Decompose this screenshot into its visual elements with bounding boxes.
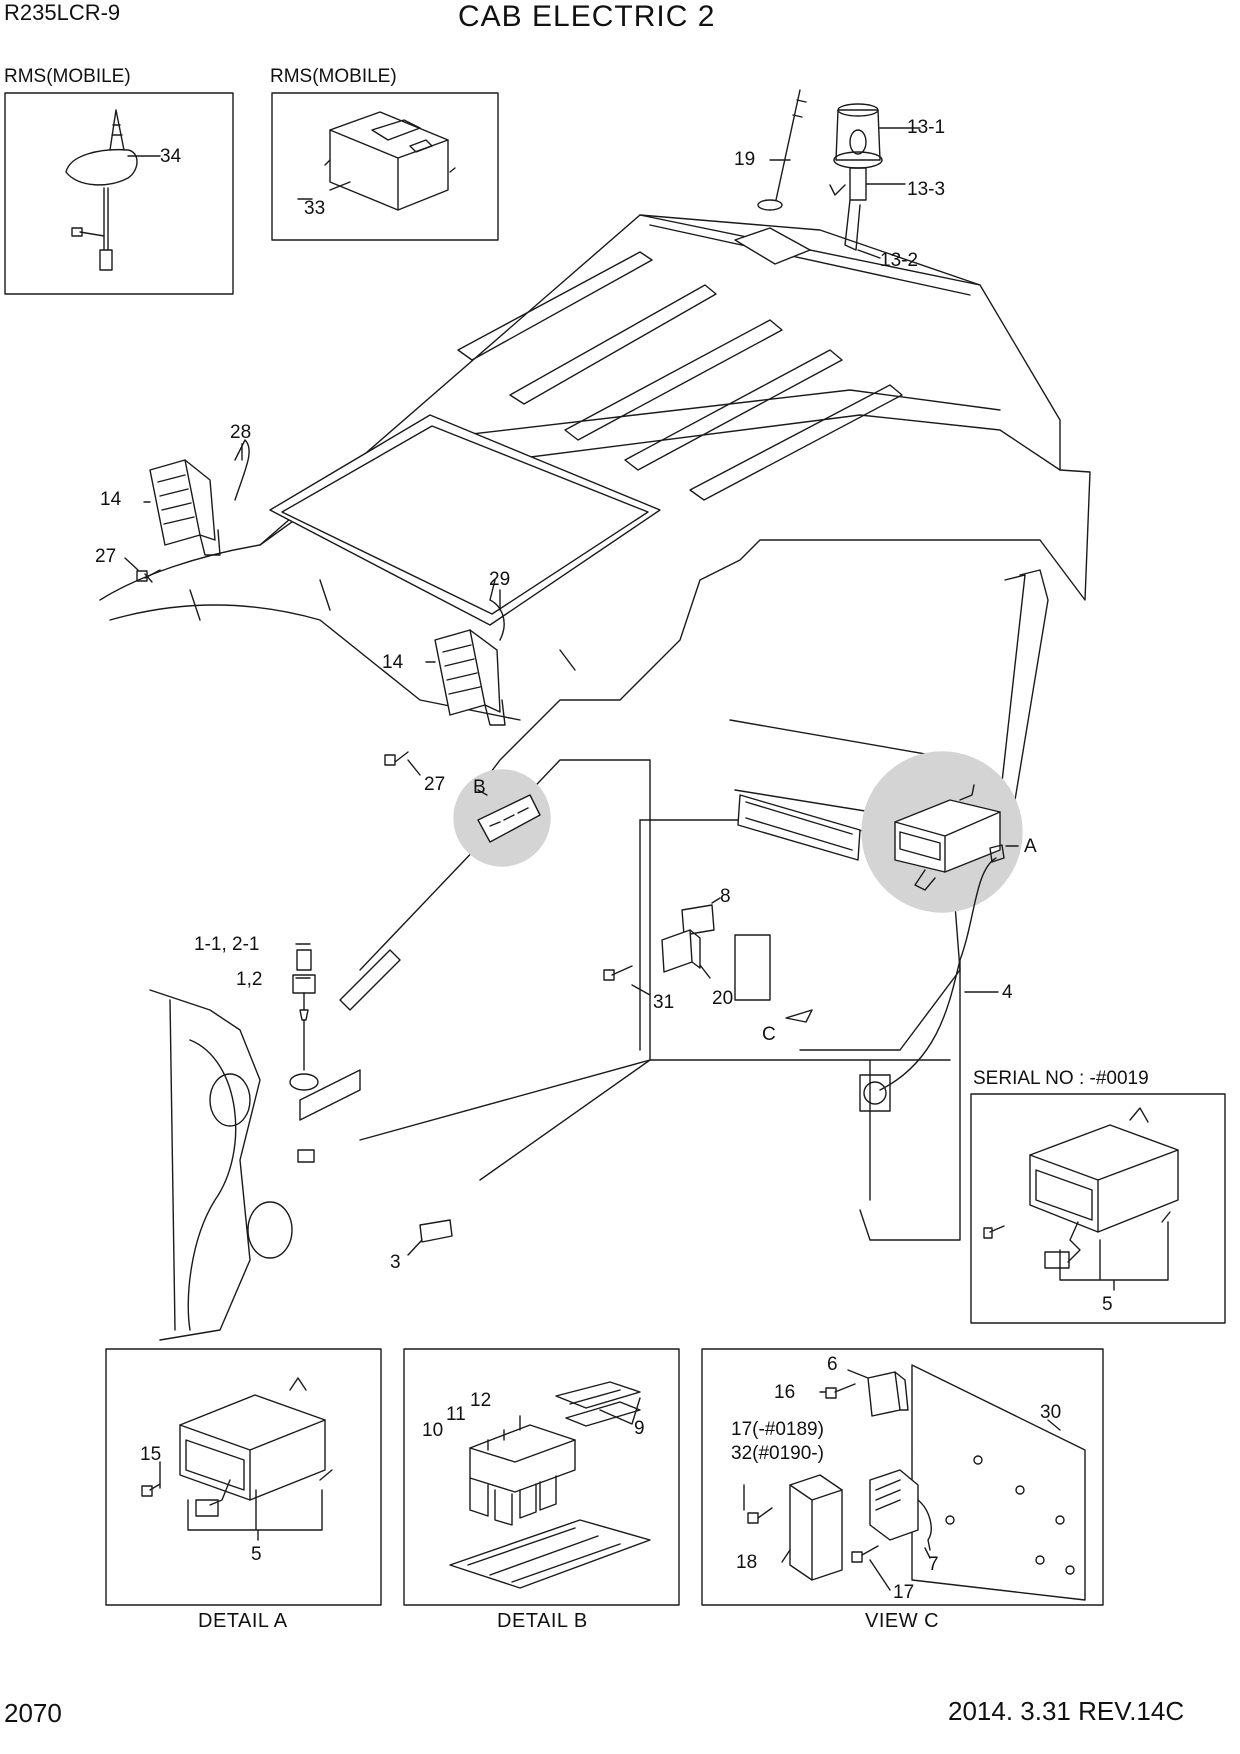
callout-3: 3 xyxy=(390,1252,401,1273)
callout-8: 8 xyxy=(720,886,731,907)
callout-16: 16 xyxy=(774,1382,795,1403)
callout-32-post-0190: 32(#0190-) xyxy=(731,1443,824,1464)
callout-B: B xyxy=(473,777,486,798)
serial-number-label: SERIAL NO : -#0019 xyxy=(973,1068,1149,1089)
callout-1-2: 1,2 xyxy=(236,969,262,990)
page-number: 2070 xyxy=(4,1698,62,1728)
callout-10: 10 xyxy=(422,1420,443,1441)
caption-view-c: VIEW C xyxy=(865,1610,940,1632)
detail-b-zoom-circle xyxy=(453,769,551,867)
callout-13-3: 13-3 xyxy=(907,179,945,200)
detail-b-box xyxy=(403,1348,680,1606)
switch-panel-detail-b-icon xyxy=(449,1381,651,1589)
detail-a-box xyxy=(105,1348,382,1606)
controller-7-icon xyxy=(869,1469,932,1551)
callout-9: 9 xyxy=(634,1418,645,1439)
callout-28: 28 xyxy=(230,422,251,443)
callout-12: 12 xyxy=(470,1390,491,1411)
bolt-17-icon xyxy=(851,1545,879,1563)
cigar-lighter-icon xyxy=(289,949,319,1091)
callout-13-2: 13-2 xyxy=(880,250,918,271)
callout-A: A xyxy=(1024,836,1037,857)
callout-27-front: 27 xyxy=(424,774,445,795)
antenna-icon xyxy=(734,89,811,265)
bolt-27-rear-icon xyxy=(136,569,161,583)
rms-antenna-icon xyxy=(65,109,138,271)
callout-17: 17 xyxy=(893,1582,914,1603)
callout-5-detail-a: 5 xyxy=(251,1544,262,1565)
callout-33: 33 xyxy=(304,198,325,219)
callout-5-serial: 5 xyxy=(1102,1294,1113,1315)
relay-20-icon xyxy=(661,929,701,973)
callout-34: 34 xyxy=(160,146,182,167)
bolt-27-front-icon xyxy=(384,751,409,766)
relay-6-icon xyxy=(867,1371,909,1417)
bolt-32-icon xyxy=(747,1507,773,1524)
view-c-arrow-icon xyxy=(785,1009,813,1023)
bolt-16-icon xyxy=(825,1383,856,1399)
callout-19: 19 xyxy=(734,149,755,170)
detail-a-zoom-circle xyxy=(861,751,1023,913)
callout-14-front: 14 xyxy=(382,652,404,673)
inset-box-serial-radio xyxy=(970,1093,1226,1324)
inset-box-rms-unit xyxy=(271,92,499,241)
caption-detail-b: DETAIL B xyxy=(497,1610,588,1632)
radio-cable xyxy=(879,857,997,1091)
module-18-icon xyxy=(789,1474,843,1581)
callout-30: 30 xyxy=(1040,1402,1061,1423)
callout-6: 6 xyxy=(827,1354,838,1375)
rms-mobile-label-right: RMS(MOBILE) xyxy=(270,66,397,87)
callout-13-1: 13-1 xyxy=(907,117,945,138)
callout-C: C xyxy=(762,1024,776,1045)
work-lamp-rear-icon xyxy=(149,439,250,556)
bolt-31-icon xyxy=(603,965,633,981)
callout-27-rear: 27 xyxy=(95,546,116,567)
view-c-panel-icon xyxy=(911,1364,1086,1601)
page-title: CAB ELECTRIC 2 xyxy=(458,0,716,33)
beacon-lamp-icon xyxy=(829,103,883,251)
callout-17-pre-0189: 17(-#0189) xyxy=(731,1419,824,1440)
view-c-outline xyxy=(734,934,771,1001)
speaker-icon xyxy=(859,1074,891,1112)
radio-serial-icon xyxy=(983,1107,1179,1269)
callout-31: 31 xyxy=(653,992,674,1013)
model-number: R235LCR-9 xyxy=(4,0,121,25)
callout-7: 7 xyxy=(928,1554,939,1575)
work-lamp-front-icon xyxy=(434,579,506,726)
revision-date: 2014. 3.31 REV.14C xyxy=(948,1696,1185,1726)
view-c-box xyxy=(701,1348,1104,1606)
callout-14-rear: 14 xyxy=(100,489,122,510)
caption-detail-a: DETAIL A xyxy=(198,1610,288,1632)
callout-20: 20 xyxy=(712,988,733,1009)
callout-29: 29 xyxy=(489,569,510,590)
bracket-8-icon xyxy=(681,904,715,936)
inset-box-rms-antenna xyxy=(4,92,234,295)
callout-11: 11 xyxy=(446,1404,466,1425)
callout-18: 18 xyxy=(736,1552,757,1573)
radio-detail-a-icon xyxy=(141,1377,333,1517)
rms-mobile-label-left: RMS(MOBILE) xyxy=(4,66,131,87)
switch-3-icon xyxy=(297,1149,453,1243)
cab-roof xyxy=(99,214,1091,1341)
callout-1-1-2-1: 1-1, 2-1 xyxy=(194,934,259,955)
rms-unit-icon xyxy=(324,111,456,211)
callout-4: 4 xyxy=(1002,982,1013,1003)
callout-15: 15 xyxy=(140,1444,161,1465)
